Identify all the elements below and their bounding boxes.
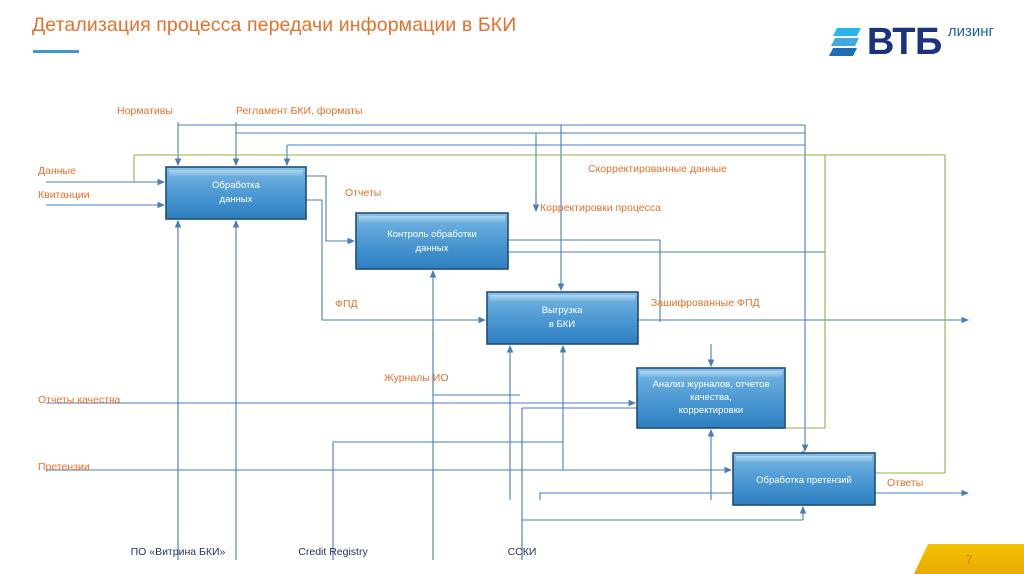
flow-label-normativy: Нормативы [117,105,173,117]
flow-label-otvety: Ответы [887,477,923,489]
title-underline [33,50,79,53]
box-label-line: данных [416,243,449,254]
flow-label-zhurnaly-io: Журналы ИО [384,372,449,384]
vtb-bars-icon [828,28,861,56]
flow-label-dannye: Данные [38,165,76,177]
box-label-line: Обработка [212,180,261,191]
process-box-obrabotka-dannyh[interactable]: Обработка данных [165,166,307,220]
process-box-kontrol-obrabotki[interactable]: Контроль обработки данных [355,212,509,270]
box-label-line: Контроль обработки [387,229,477,240]
logo-brand-text: ВТБ [866,21,943,64]
box-label-line: корректировки [679,405,743,416]
flow-label-pretenzii: Претензии [38,461,90,473]
box-label-line: данных [220,194,253,205]
vtb-leasing-logo: ВТБ лизинг [828,14,994,64]
page-number-badge: 7 [914,544,1024,574]
flow-label-reglament: Регламент БКИ, форматы [236,105,362,117]
flow-label-otchety-kachestva: Отчеты качества [38,394,120,406]
box-label-line: в БКИ [549,319,575,330]
mechanism-label-vitrina-bki: ПО «Витрина БКИ» [131,546,226,558]
flow-connectors [46,122,970,560]
box-label-line: Анализ журналов, отчетов [653,379,770,390]
process-box-vygruzka-v-bki[interactable]: Выгрузка в БКИ [486,291,639,345]
logo-sub-text: лизинг [947,23,994,40]
flow-label-fpd: ФПД [335,298,358,310]
flow-label-zashifrovannye-fpd: Зашифрованные ФПД [651,297,760,309]
box-label-line: Выгрузка [542,305,583,316]
process-boxes: Обработка данных Контроль обработки данн… [165,166,876,506]
box-label-line: качества, [690,392,732,403]
box-label-line: Обработка претензий [756,475,852,486]
process-box-obrabotka-pretenziy[interactable]: Обработка претензий [732,452,876,506]
mechanism-label-credit-registry: Credit Registry [298,546,368,558]
flow-label-korrektirovki-processa: Корректировки процесса [540,202,661,214]
mechanism-label-sski: ССКИ [508,546,537,558]
flow-labels: Нормативы Регламент БКИ, форматы Данные … [38,105,923,489]
feedback-connectors [133,154,946,474]
mechanism-labels: ПО «Витрина БКИ» Credit Registry ССКИ [131,546,537,558]
flow-label-otchety: Отчеты [345,187,381,199]
process-box-analiz-zhurnalov[interactable]: Анализ журналов, отчетов качества, корре… [636,367,786,429]
flow-label-kvitancii: Квитанции [38,189,90,201]
flow-label-skorrektirovannye-dannye: Скорректированные данные [588,163,727,175]
page-title: Детализация процесса передачи информации… [32,14,517,36]
